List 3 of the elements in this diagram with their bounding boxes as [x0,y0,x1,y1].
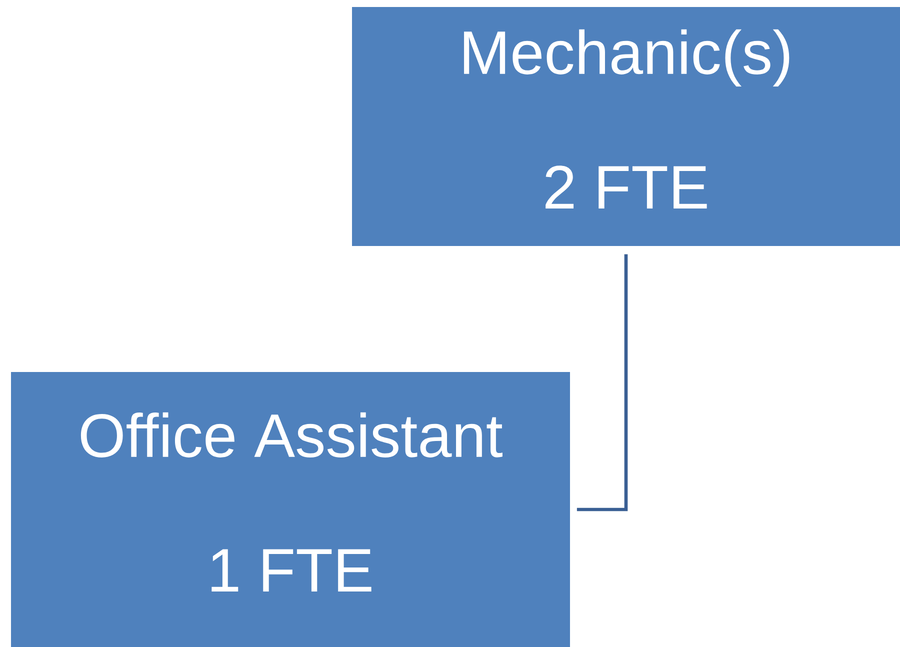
connector-line [576,254,628,512]
org-box: Mechanic(s) 2 FTE [352,7,900,246]
org-box: Office Assistant 1 FTE [11,372,570,647]
